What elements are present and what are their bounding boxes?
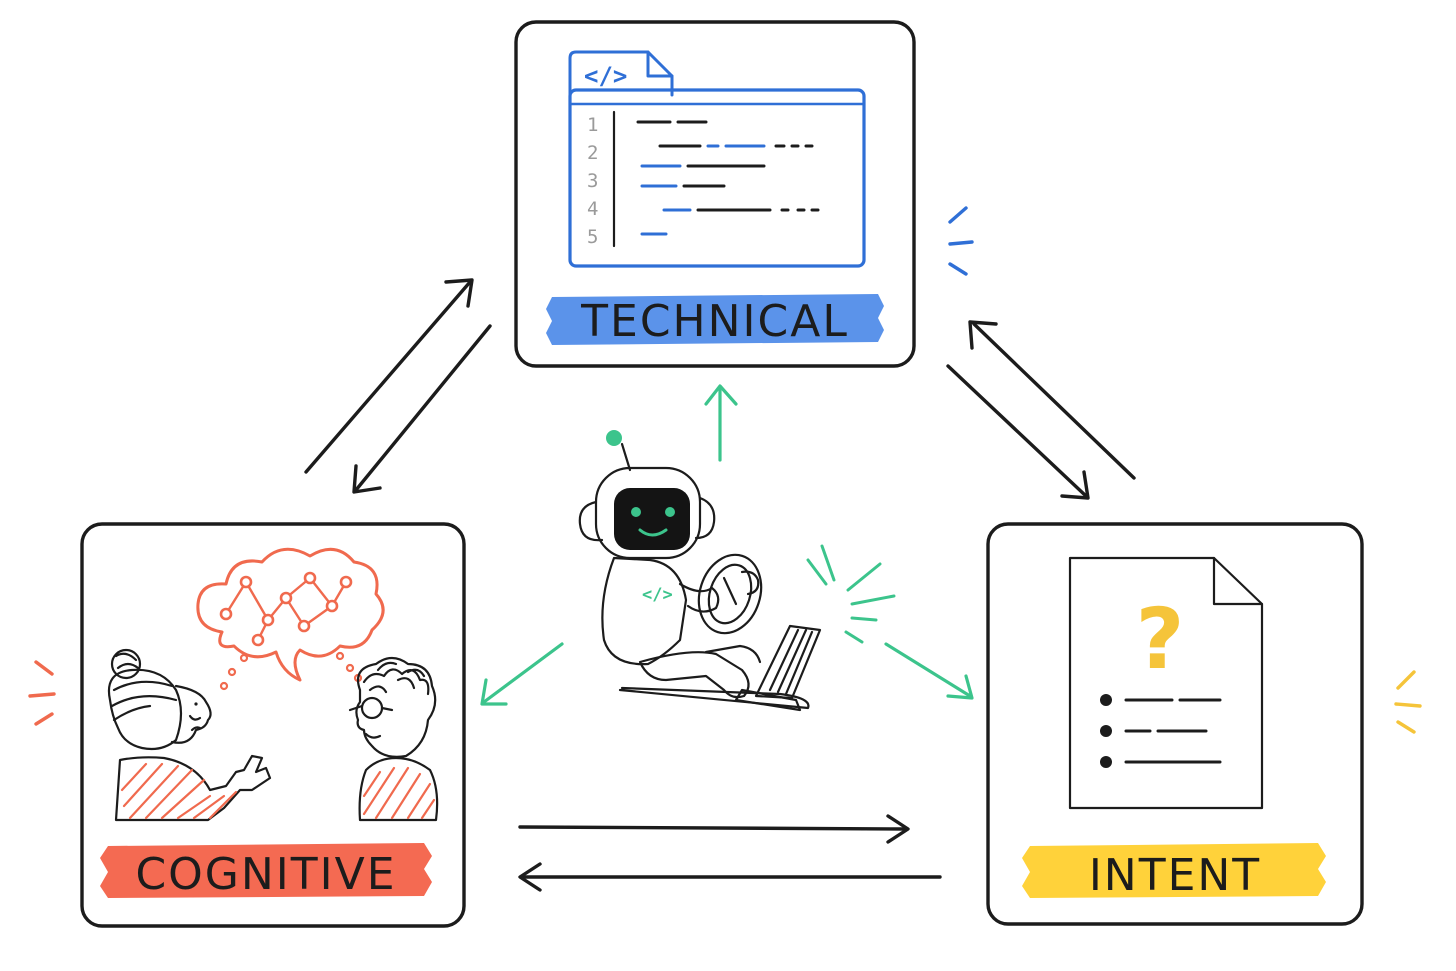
- cognitive-node: COGNITIVE: [80, 522, 466, 928]
- robot-to-intent-arrow: [884, 642, 974, 700]
- robot-to-technical-arrow: [704, 384, 738, 462]
- line-number-3: 3: [587, 170, 598, 192]
- line-number-4: 4: [587, 198, 598, 220]
- woman-figure: [107, 648, 272, 822]
- pedal-motion-lines: [806, 544, 896, 644]
- cognitive-accent-marks: [28, 660, 56, 726]
- man-figure: [348, 656, 439, 822]
- intent-label: INTENT: [1089, 850, 1261, 901]
- technical-accent-marks: [948, 206, 974, 276]
- thinking-people-icon: [107, 547, 439, 822]
- cognitive-label: COGNITIVE: [135, 849, 396, 900]
- question-document-icon: ?: [1068, 556, 1264, 810]
- question-mark: ?: [1136, 590, 1185, 688]
- line-number-2: 2: [587, 142, 598, 164]
- intent-node: ? INTENT: [986, 522, 1364, 926]
- code-file-icon: </> 1 2 3 4 5: [568, 50, 866, 268]
- technical-box: [514, 20, 916, 368]
- connection-arrows: [304, 278, 1136, 892]
- technical-label: TECHNICAL: [580, 296, 849, 347]
- line-number-1: 1: [587, 114, 598, 136]
- code-tag: </>: [584, 62, 627, 90]
- robot-driver-icon: </>: [578, 430, 822, 712]
- intent-accent-marks: [1394, 670, 1422, 734]
- arrow-technical-to-cognitive: [352, 324, 492, 494]
- line-number-5: 5: [587, 226, 598, 248]
- intent-box: [986, 522, 1364, 926]
- cognitive-label-highlight: [100, 843, 432, 898]
- robot-arrows: [480, 384, 974, 706]
- arrow-intent-to-cognitive: [518, 862, 942, 892]
- robot-to-cognitive-arrow: [480, 642, 564, 706]
- arrow-technical-to-intent: [946, 364, 1090, 500]
- technical-label-highlight: [546, 294, 884, 345]
- cognitive-box: [80, 522, 466, 928]
- arrow-cognitive-to-intent: [518, 814, 910, 844]
- intent-label-highlight: [1022, 843, 1326, 898]
- arrow-intent-to-technical: [968, 320, 1136, 480]
- arrow-cognitive-to-technical: [304, 278, 474, 474]
- robot-code-tag: </>: [642, 585, 673, 605]
- technical-node: </> 1 2 3 4 5: [514, 20, 916, 368]
